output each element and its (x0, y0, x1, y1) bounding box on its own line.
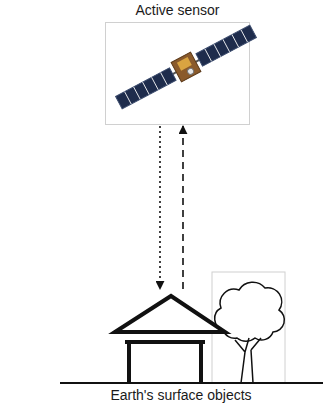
solar-panel (116, 68, 176, 109)
satellite-body (171, 52, 201, 82)
panel-grid (205, 49, 212, 61)
satellite (114, 22, 259, 113)
satellite-illustration (106, 23, 249, 124)
panel-grid (134, 87, 141, 99)
panel-grid (214, 44, 221, 56)
sensor-label: Active sensor (105, 2, 250, 19)
emitted-signal-arrow (159, 126, 161, 289)
panel-grid (232, 35, 239, 47)
satellite-antenna (187, 67, 195, 75)
reflected-signal-arrow (182, 126, 184, 289)
house-roof (115, 296, 225, 332)
solar-panel (196, 25, 256, 66)
tree-frame (212, 272, 285, 383)
panel-grid (125, 92, 132, 104)
panel-grid (241, 30, 248, 42)
panel-grid (152, 77, 159, 89)
sensor-node: Active sensor (105, 2, 250, 125)
tree-trunk (235, 338, 261, 383)
ground-line (60, 382, 323, 384)
surface-illustration (55, 290, 323, 404)
panel-grid (143, 82, 150, 94)
image-frame (105, 22, 250, 125)
panel-grid (161, 73, 168, 85)
panel-grid (223, 39, 230, 51)
surface-node: Earth's surface objects (55, 290, 323, 404)
house-walls (125, 342, 205, 383)
surface-label: Earth's surface objects (55, 387, 307, 404)
